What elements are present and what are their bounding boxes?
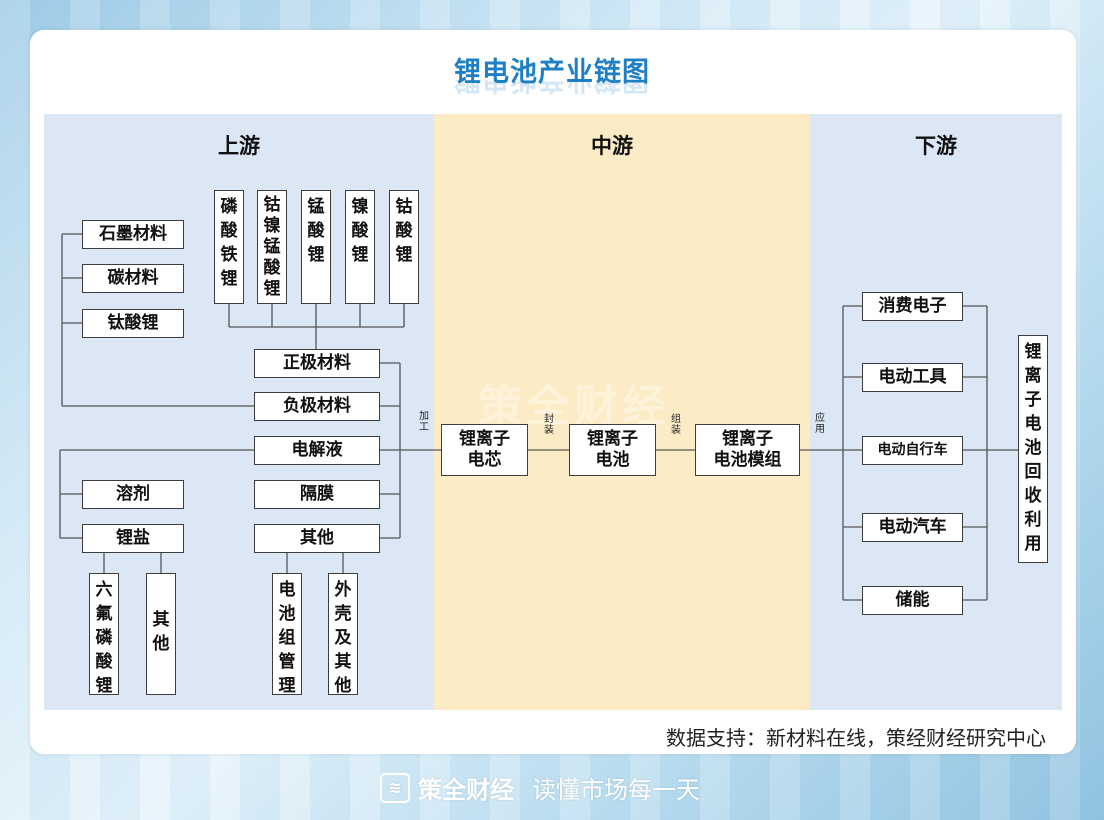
midstream-heading: 中游 <box>591 134 633 158</box>
module-box: 锂离子 电池模组 <box>695 424 800 476</box>
data-source-note: 数据支持：新材料在线，策经财经研究中心 <box>666 726 1046 750</box>
recycle-box: 锂离子电池回收利用 <box>1018 335 1048 563</box>
cathode-lco-box: 钴酸锂 <box>389 190 419 304</box>
battery-box: 锂离子 电池 <box>569 424 656 476</box>
cell-box: 锂离子 电芯 <box>441 424 528 476</box>
midstream-panel <box>434 114 810 710</box>
app-consumer-electronics-box: 消费电子 <box>862 292 963 321</box>
edge-label-process: 加工 <box>419 411 429 433</box>
footer-brand: ≋ 策全财经 读懂市场每一天 <box>380 770 700 805</box>
cathode-ncm-box: 钴镍锰酸锂 <box>257 190 287 304</box>
app-ebike-box: 电动自行车 <box>862 436 963 465</box>
separator-box: 隔膜 <box>254 480 380 509</box>
app-power-tools-box: 电动工具 <box>862 363 963 392</box>
brand-slogan: 读懂市场每一天 <box>532 776 700 804</box>
brand-logo-icon: ≋ <box>380 772 410 803</box>
salt-other-box: 其他 <box>146 573 176 695</box>
app-storage-box: 储能 <box>862 586 963 615</box>
edge-label-package: 封装 <box>544 414 554 436</box>
salt-lipf6-box: 六氟磷酸锂 <box>89 573 119 696</box>
lithium-salt-box: 锂盐 <box>82 524 184 553</box>
casing-box: 外壳及其他 <box>328 573 358 696</box>
electrolyte-box: 电解液 <box>254 436 380 465</box>
downstream-heading: 下游 <box>915 134 957 158</box>
watermark: 策全财经 <box>478 381 670 432</box>
bms-box: 电池组管理 <box>272 573 302 696</box>
app-ev-box: 电动汽车 <box>862 513 963 542</box>
brand-name: 策全财经 <box>418 776 514 804</box>
cathode-lfp-box: 磷酸铁锂 <box>214 190 244 304</box>
upstream-heading: 上游 <box>218 134 260 158</box>
anode-carbon-box: 碳材料 <box>82 264 184 293</box>
solvent-box: 溶剂 <box>82 480 184 509</box>
anode-material-box: 负极材料 <box>254 392 380 421</box>
edge-label-assemble: 组装 <box>671 414 681 436</box>
cathode-lno-box: 镍酸锂 <box>345 190 375 304</box>
anode-graphite-box: 石墨材料 <box>82 220 184 249</box>
anode-lto-box: 钛酸锂 <box>82 309 184 338</box>
cathode-lmo-box: 锰酸锂 <box>301 190 331 304</box>
other-components-box: 其他 <box>254 524 380 553</box>
edge-label-apply: 应用 <box>815 413 825 435</box>
cathode-material-box: 正极材料 <box>254 349 380 378</box>
diagram-title: 锂电池产业链图 <box>454 57 650 88</box>
